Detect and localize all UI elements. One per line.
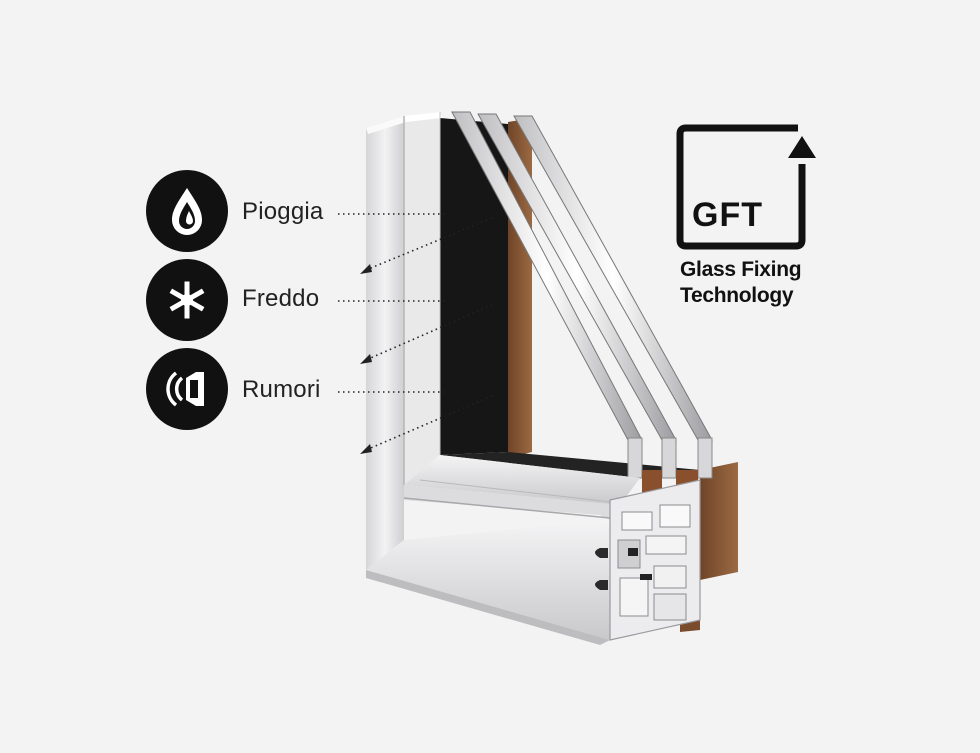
glass-panes <box>451 111 713 496</box>
profile-cross-section <box>595 479 701 641</box>
arrowheads <box>360 264 372 454</box>
feature-label-pioggia: Pioggia <box>242 198 324 225</box>
gft-caption-line2: Technology <box>680 284 794 307</box>
raindrop-icon <box>146 170 228 252</box>
gft-caption-line1: Glass Fixing <box>680 258 802 281</box>
feature-label-rumori: Rumori <box>242 376 321 403</box>
gft-logo-text: GFT <box>692 196 763 234</box>
feature-label-freddo: Freddo <box>242 285 320 312</box>
gft-logo-mark <box>676 124 816 250</box>
speaker-icon <box>146 348 228 430</box>
snowflake-icon <box>146 259 228 341</box>
